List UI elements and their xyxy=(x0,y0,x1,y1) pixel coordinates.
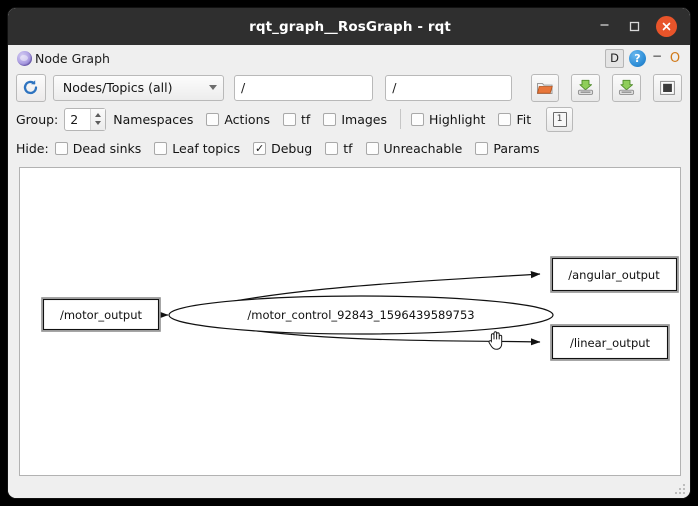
refresh-icon xyxy=(24,80,38,95)
save-image-button[interactable] xyxy=(612,73,642,102)
dock-close-button[interactable]: O xyxy=(669,50,681,66)
title-bar: rqt_graph__RosGraph - rqt xyxy=(8,8,690,45)
checkbox-actions[interactable]: Actions xyxy=(206,112,270,127)
checkbox-params-box[interactable] xyxy=(475,142,489,155)
toolbar-row-hide: Hide: Dead sinks Leaf topics Debug tf Un… xyxy=(8,134,690,163)
checkbox-params-label: Params xyxy=(493,141,540,156)
checkbox-dead-sinks-label: Dead sinks xyxy=(72,141,142,156)
linear-output-rect-inner xyxy=(551,325,669,360)
resize-grip[interactable] xyxy=(675,484,685,494)
chevron-down-icon[interactable] xyxy=(95,121,102,126)
close-icon xyxy=(662,22,671,31)
checkbox-namespaces[interactable]: Namespaces xyxy=(113,112,193,127)
exclude-filter-input[interactable]: / xyxy=(385,74,512,101)
load-dot-button[interactable] xyxy=(530,73,560,102)
image-button[interactable] xyxy=(653,73,682,102)
group-spinbox[interactable]: 2 xyxy=(64,107,107,131)
maximize-icon xyxy=(629,21,639,32)
checkbox-namespaces-label: Namespaces xyxy=(113,111,194,127)
checkbox-tf-label: tf xyxy=(301,111,311,127)
checkbox-unreachable-label: Unreachable xyxy=(383,141,463,156)
zoom-reset-button[interactable]: 1 xyxy=(546,106,574,132)
checkbox-unreachable[interactable]: Unreachable xyxy=(365,141,463,156)
rqt-main-window: rqt_graph__RosGraph - rqt Node Graph D ?… xyxy=(8,8,690,498)
checkbox-fit-box[interactable] xyxy=(498,112,512,126)
chevron-down-icon xyxy=(208,85,217,90)
save-disk-icon xyxy=(619,79,635,95)
checkbox-tf-box[interactable] xyxy=(283,112,297,126)
ros-graph: /motor_control_92843_1596439589753 /moto… xyxy=(41,256,679,361)
checkbox-unreachable-box[interactable] xyxy=(365,142,379,155)
checkbox-hide-tf-label: tf xyxy=(343,141,353,156)
toolbar-separator xyxy=(400,109,401,129)
chevron-up-icon[interactable] xyxy=(95,112,102,117)
dock-controls: D ? − O xyxy=(605,48,682,68)
checkbox-highlight[interactable]: Highlight xyxy=(411,112,485,127)
save-dot-button[interactable] xyxy=(571,73,601,102)
checkbox-params[interactable]: Params xyxy=(475,141,539,156)
zoom-one-to-one-icon: 1 xyxy=(552,111,567,127)
graph-node-topic[interactable]: /motor_control_92843_1596439589753 xyxy=(168,295,554,335)
folder-open-icon xyxy=(537,82,553,94)
checkbox-tf[interactable]: tf xyxy=(283,112,310,127)
topic-ellipse xyxy=(168,295,554,335)
checkbox-actions-box[interactable] xyxy=(206,112,220,126)
checkbox-dead-sinks[interactable]: Dead sinks xyxy=(54,141,142,156)
motor-output-rect-inner xyxy=(42,298,160,331)
dock-title-label: Node Graph xyxy=(35,50,110,66)
graph-canvas[interactable]: /motor_control_92843_1596439589753 /moto… xyxy=(19,167,681,476)
refresh-button[interactable] xyxy=(16,73,46,102)
checkbox-debug-label: Debug xyxy=(271,141,313,156)
graph-type-combobox[interactable]: Nodes/Topics (all) xyxy=(52,74,224,101)
minimize-button[interactable] xyxy=(596,16,612,38)
dock-minimize-button[interactable]: − xyxy=(651,48,663,63)
dock-title: Node Graph xyxy=(17,50,110,66)
checkbox-debug-box[interactable] xyxy=(253,142,267,155)
checkbox-highlight-label: Highlight xyxy=(429,111,486,127)
group-label: Group: xyxy=(16,111,59,127)
checkbox-actions-label: Actions xyxy=(224,111,271,127)
checkbox-images-label: Images xyxy=(341,111,387,127)
graph-node-angular-output[interactable]: /angular_output xyxy=(550,256,679,293)
globe-icon xyxy=(17,50,32,66)
image-square-icon xyxy=(660,80,675,95)
toolbar-row-options: Group: 2 Namespaces Actions tf Images Hi… xyxy=(8,104,690,134)
checkbox-highlight-box[interactable] xyxy=(411,112,424,126)
include-filter-input[interactable]: / xyxy=(233,74,374,101)
graph-node-motor-output[interactable]: /motor_output xyxy=(41,297,161,332)
checkbox-dead-sinks-box[interactable] xyxy=(54,142,68,155)
checkbox-debug[interactable]: Debug xyxy=(253,141,312,156)
dock-float-button[interactable]: D xyxy=(605,48,624,68)
toolbar-row-primary: Nodes/Topics (all) / / xyxy=(8,71,690,104)
checkbox-fit-label: Fit xyxy=(516,111,532,127)
angular-output-rect-inner xyxy=(551,257,678,292)
angular-output-label: /angular_output xyxy=(568,268,660,282)
checkbox-leaf-topics-label: Leaf topics xyxy=(172,141,241,156)
group-value: 2 xyxy=(70,111,79,127)
save-disk-icon xyxy=(578,79,594,95)
checkbox-hide-tf-box[interactable] xyxy=(325,142,339,155)
checkbox-leaf-topics[interactable]: Leaf topics xyxy=(154,141,240,156)
hide-label: Hide: xyxy=(16,141,49,156)
checkbox-hide-tf[interactable]: tf xyxy=(325,141,353,156)
maximize-button[interactable] xyxy=(626,19,642,35)
linear-output-label: /linear_output xyxy=(570,336,651,350)
window-title: rqt_graph__RosGraph - rqt xyxy=(249,18,451,35)
spinbox-arrows[interactable] xyxy=(90,108,106,130)
graph-type-value: Nodes/Topics (all) xyxy=(62,80,173,95)
dock-widget-header: Node Graph D ? − O xyxy=(8,45,690,71)
checkbox-images-box[interactable] xyxy=(323,112,337,126)
close-button[interactable] xyxy=(656,16,677,37)
window-controls xyxy=(596,16,690,38)
checkbox-leaf-topics-box[interactable] xyxy=(154,142,168,155)
checkbox-images[interactable]: Images xyxy=(323,112,387,127)
help-icon[interactable]: ? xyxy=(629,49,646,67)
checkbox-fit[interactable]: Fit xyxy=(498,112,531,127)
graph-node-linear-output[interactable]: /linear_output xyxy=(550,324,670,361)
minimize-icon xyxy=(600,24,608,26)
open-hand-cursor xyxy=(488,331,503,350)
topic-node-label: /motor_control_92843_1596439589753 xyxy=(247,308,474,322)
status-bar xyxy=(8,476,690,498)
motor-output-label: /motor_output xyxy=(60,308,143,322)
